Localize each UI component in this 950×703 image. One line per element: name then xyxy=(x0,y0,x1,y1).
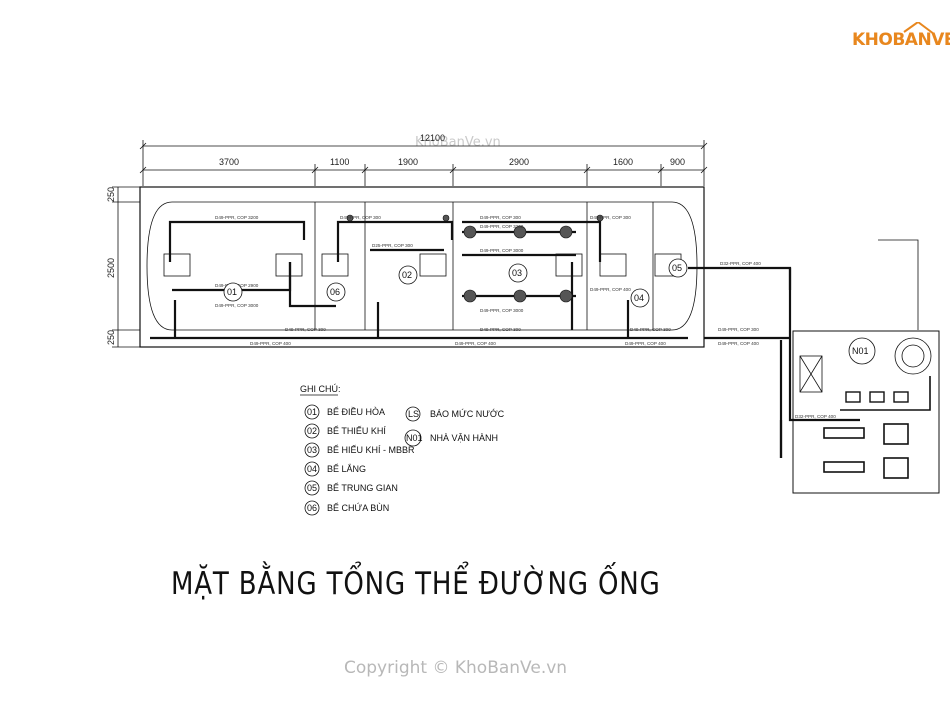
legend-label: BỂ CHỨA BÙN xyxy=(327,502,389,513)
legend-code: LS xyxy=(408,409,419,419)
pipe-label: D49-PPR, COP 400 xyxy=(455,341,496,346)
dimension-2900: 2900 xyxy=(509,157,529,167)
tank-tag-02: 02 xyxy=(402,270,412,280)
legend-label: BỂ LẮNG xyxy=(327,463,366,474)
pipe-label: D49-PPR, COP 3000 xyxy=(215,303,259,308)
equipment-boxes xyxy=(163,253,682,277)
legend-badge-circle xyxy=(304,423,320,439)
dimension-1600: 1600 xyxy=(613,157,633,167)
operation-building-outline xyxy=(792,330,940,494)
pipe-label: D49-PPR, COP 3200 xyxy=(215,215,259,220)
pipe-label: D49-PPR, COP 400 xyxy=(718,341,759,346)
pipe-label: D49-PPR, COP 400 xyxy=(590,287,631,292)
watermark-bottom: Copyright © KhoBanVe.vn xyxy=(344,658,568,678)
khobanve-logo: KHOBANVE xyxy=(852,22,950,52)
legend-badge-circle xyxy=(304,461,320,477)
side-dimension-250-bottom: 250 xyxy=(106,330,116,345)
side-dimension-ticks xyxy=(112,186,140,348)
dosing-pumps xyxy=(845,391,909,403)
legend-label: BỂ HIẾU KHÍ - MBBR xyxy=(327,444,415,455)
legend-code: 06 xyxy=(307,503,317,513)
pipe-label: D32-PPR, COP 400 xyxy=(795,414,836,419)
legend-code: 05 xyxy=(307,483,317,493)
drawing-title: MẶT BẰNG TỔNG THỂ ĐƯỜNG ỐNG xyxy=(170,566,661,602)
legend-badge-circle xyxy=(304,442,320,458)
legend-code: 04 xyxy=(307,464,317,474)
pipe-label: D49-PPR, COP 3200 xyxy=(480,224,524,229)
logo-roof-icon xyxy=(903,22,935,35)
tank-block-outline xyxy=(139,186,705,348)
tank-shell xyxy=(146,201,698,331)
legend-label: BÁO MỨC NƯỚC xyxy=(430,409,505,419)
legend-code: N01 xyxy=(406,433,423,443)
tank-tag-01: 01 xyxy=(227,287,237,297)
legend-code: 03 xyxy=(307,445,317,455)
dimension-1900: 1900 xyxy=(398,157,418,167)
pipe-label: D49-PPR, COP 300 xyxy=(285,327,326,332)
tank-tag-06: 06 xyxy=(330,287,340,297)
logo-text: KHOBANVE xyxy=(852,30,950,50)
legend-code: 02 xyxy=(307,426,317,436)
legend-code: 01 xyxy=(307,407,317,417)
tank-tag-circle-03 xyxy=(508,263,528,283)
tank-tag-circle-04 xyxy=(630,288,650,308)
blowers xyxy=(823,423,909,479)
electric-cabinet xyxy=(799,355,823,393)
cabinet-cross-2 xyxy=(799,355,823,393)
pipe-label: D49-PPR, COP 400 xyxy=(250,341,291,346)
building-tag-circle xyxy=(848,337,876,365)
chemical-tank-inner xyxy=(901,344,925,368)
dimension-3700: 3700 xyxy=(219,157,239,167)
tank-tag-circle-01 xyxy=(223,282,243,302)
pipe-label: D49-PPR, COP 3000 xyxy=(480,308,524,313)
tank-tag-circle-06 xyxy=(326,282,346,302)
tank-tag-circle-05 xyxy=(668,258,688,278)
pipe-runs xyxy=(150,220,860,458)
legend-badge-circle xyxy=(404,429,422,447)
dimension-ticks xyxy=(139,140,708,186)
pipe-label: D49-PPR, COP 300 xyxy=(630,327,671,332)
legend-title: GHI CHÚ: xyxy=(300,384,341,394)
legend-label: NHÀ VẬN HÀNH xyxy=(430,433,498,443)
dimension-900: 900 xyxy=(670,157,685,167)
chemical-tank-circle xyxy=(894,337,932,375)
pipe-label: D32-PPR, COP 400 xyxy=(720,261,761,266)
tank-tag-04: 04 xyxy=(634,293,644,303)
dosing-line xyxy=(840,376,931,411)
pipe-label: D49-PPR, COP 300 xyxy=(718,327,759,332)
legend-badge-circle xyxy=(405,406,421,422)
pipe-label: D49-PPR, COP 300 xyxy=(340,215,381,220)
pipe-label: D49-PPR, COP 300 xyxy=(590,215,631,220)
legend-label: BỂ TRUNG GIAN xyxy=(327,482,398,493)
building-tag: N01 xyxy=(852,346,869,356)
pipe-label: D49-PPR, COP 400 xyxy=(625,341,666,346)
side-dimension-2500: 2500 xyxy=(106,258,116,278)
pipe-label: D49-PPR, COP 3000 xyxy=(480,248,524,253)
pipe-label: D49-PPR, COP 300 xyxy=(480,327,521,332)
tank-tag-03: 03 xyxy=(512,268,522,278)
inlet-line xyxy=(878,239,919,330)
pipe-label: D49-PPR, COP 300 xyxy=(480,215,521,220)
tank-tag-circle-02 xyxy=(398,265,418,285)
legend-label: BỂ THIẾU KHÍ xyxy=(327,425,386,436)
legend-badge-circle xyxy=(304,480,320,496)
tank-tag-05: 05 xyxy=(672,263,682,273)
aerators xyxy=(346,214,604,303)
legend-badge-circle xyxy=(304,500,320,516)
overall-dimension-label: 12100 xyxy=(420,133,445,143)
dimension-1100: 1100 xyxy=(330,157,349,167)
pipe-label: D25-PPR, COP 300 xyxy=(372,243,413,248)
side-dimension-250-top: 250 xyxy=(106,187,116,202)
legend-badge-circle xyxy=(304,404,320,420)
legend-label: BỂ ĐIỀU HÒA xyxy=(327,406,385,417)
